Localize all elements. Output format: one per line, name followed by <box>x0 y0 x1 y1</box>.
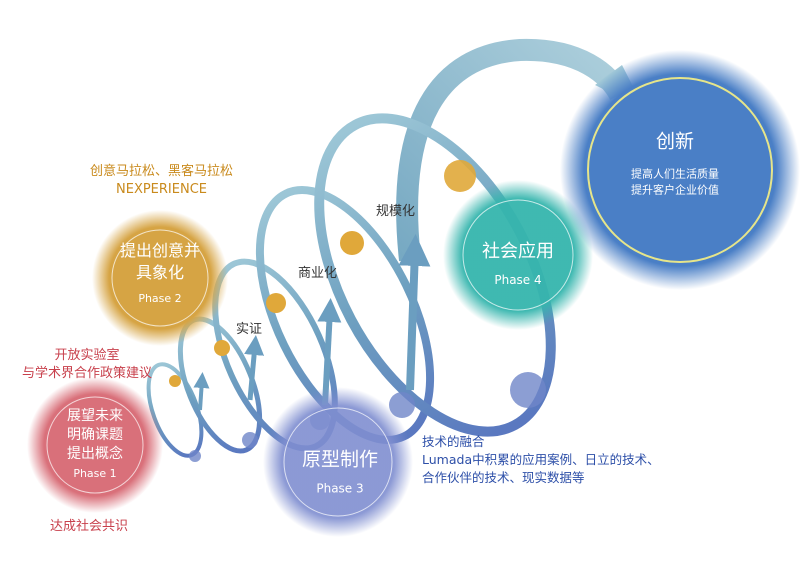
tech-line3: 合作伙伴的技术、现实数据等 <box>422 470 585 485</box>
phase1-text: 展望未来 明确课题 提出概念 Phase 1 <box>67 407 123 483</box>
phase4-text: 社会应用 Phase 4 <box>482 237 554 287</box>
phase2-label: Phase 2 <box>138 292 182 305</box>
phase2-line2: 具象化 <box>135 263 185 282</box>
tech-line1: 技术的融合 <box>422 434 485 449</box>
phase1-line3: 提出概念 <box>67 446 123 462</box>
innovation-line1: 提高人们生活质量 <box>631 167 719 181</box>
open-lab-line2: 与学术界合作政策建议 <box>22 366 153 381</box>
open-lab-line1: 开放实验室 <box>54 348 120 363</box>
phase4-title: 社会应用 <box>482 241 554 262</box>
stage-commercialization: 商业化 <box>298 266 338 281</box>
hackathon-line2: NEXPERIENCE <box>116 182 207 197</box>
phase1-label: Phase 1 <box>73 467 117 480</box>
phase3-label: Phase 3 <box>316 481 364 496</box>
big-arrow <box>396 38 630 262</box>
consensus-note: 达成社会共识 <box>50 519 129 534</box>
phase2-line1: 提出创意并 <box>119 241 201 260</box>
phase1-line2: 明确课题 <box>67 427 123 443</box>
open-lab-note: 开放实验室 与学术界合作政策建议 <box>22 347 152 383</box>
tech-note: 技术的融合 Lumada中积累的应用案例、日立的技术、 合作伙伴的技术、现实数据… <box>422 433 660 487</box>
phase2-text: 提出创意并 具象化 Phase 2 <box>120 240 200 310</box>
hackathon-line1: 创意马拉松、黑客马拉松 <box>90 164 234 179</box>
phase4-label: Phase 4 <box>494 273 542 287</box>
innovation-text: 创新 提高人们生活质量 提升客户企业价值 <box>631 127 719 198</box>
tech-line2: Lumada中积累的应用案例、日立的技术、 <box>422 452 660 467</box>
innovation-circle <box>560 50 800 290</box>
innovation-line2: 提升客户企业价值 <box>631 183 719 197</box>
innovation-title: 创新 <box>655 130 694 153</box>
phase3-text: 原型制作 Phase 3 <box>302 445 378 496</box>
phase1-line1: 展望未来 <box>67 408 123 424</box>
hackathon-note: 创意马拉松、黑客马拉松 NEXPERIENCE <box>90 163 233 199</box>
stage-scaling: 规模化 <box>376 204 416 219</box>
phase3-title: 原型制作 <box>301 448 379 471</box>
phase4-circle <box>443 180 593 330</box>
stage-verification: 实证 <box>236 322 263 337</box>
phase3-circle <box>263 387 413 537</box>
